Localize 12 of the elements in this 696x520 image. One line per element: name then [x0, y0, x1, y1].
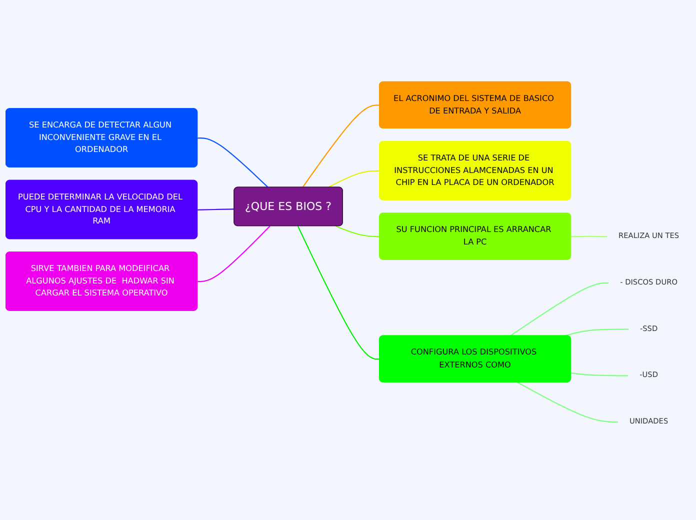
connector: [328, 170, 380, 188]
connector: [571, 372, 629, 376]
connector: [198, 226, 270, 282]
connector: [517, 382, 619, 423]
connector: [336, 226, 380, 238]
connector: [297, 226, 380, 360]
connector: [302, 104, 380, 188]
connector: [510, 282, 610, 336]
connector: [571, 236, 608, 238]
connector: [564, 328, 630, 337]
connector: [198, 208, 234, 210]
connector: [198, 138, 269, 188]
